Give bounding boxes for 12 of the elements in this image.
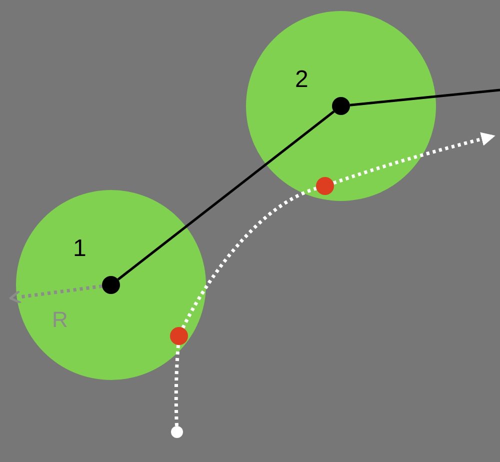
dotted-path-arrow bbox=[332, 132, 496, 185]
contact-dot bbox=[170, 327, 188, 345]
center-dot bbox=[332, 97, 350, 115]
number-label: 2 bbox=[295, 68, 308, 92]
radius-label: R bbox=[52, 308, 68, 332]
start-dot bbox=[171, 426, 183, 438]
center-dot bbox=[102, 276, 120, 294]
radius-arrow bbox=[9, 284, 102, 304]
number-label: 1 bbox=[73, 237, 86, 261]
connecting-line bbox=[117, 110, 335, 280]
contact-dot bbox=[316, 177, 334, 195]
connecting-line bbox=[350, 88, 500, 106]
